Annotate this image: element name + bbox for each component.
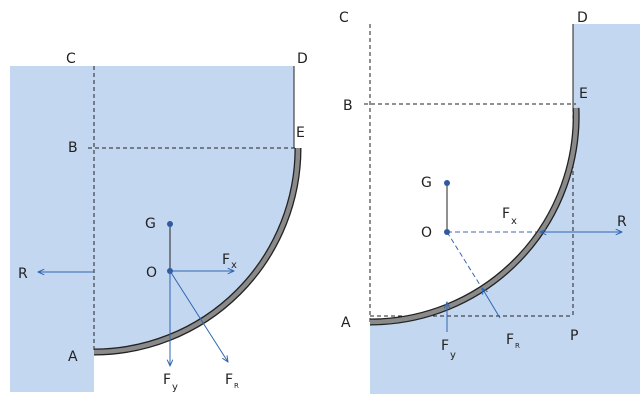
right-label-B: B	[343, 98, 353, 114]
right-fluid-region	[370, 24, 640, 394]
left-label-Fx: F	[222, 252, 230, 268]
right-label-G: G	[421, 175, 432, 191]
left-label-B: B	[68, 140, 78, 156]
right-point-O	[444, 229, 450, 235]
right-point-G	[444, 180, 450, 186]
right-label-FR: F	[506, 332, 514, 348]
left-label-FR: F	[225, 372, 233, 388]
right-label-A: A	[341, 315, 351, 331]
left-label-Fx-sub: x	[231, 260, 237, 271]
right-arrow-FR	[482, 288, 501, 319]
right-label-O: O	[421, 225, 432, 241]
left-curved-plate-fill	[93, 147, 301, 355]
left-label-Fy: F	[163, 372, 171, 388]
left-label-O: O	[146, 265, 157, 281]
left-label-G: G	[145, 216, 156, 232]
right-label-C: C	[339, 10, 349, 26]
right-label-E: E	[579, 86, 588, 102]
right-label-Fx: F	[502, 206, 510, 222]
right-label-D: D	[577, 10, 588, 26]
left-label-FR-sub: R	[234, 382, 239, 390]
right-label-R: R	[617, 214, 627, 230]
right-label-Fx-sub: x	[511, 216, 517, 227]
right-label-Fy-sub: y	[450, 350, 456, 361]
right-label-P: P	[570, 328, 578, 344]
right-panel: C D B E A G O P R F x F y F R	[339, 10, 640, 394]
right-line-OF	[446, 231, 486, 294]
right-label-Fy: F	[441, 338, 449, 354]
left-label-R: R	[18, 266, 28, 282]
left-label-Fy-sub: y	[172, 382, 178, 393]
left-label-D: D	[297, 51, 308, 67]
left-panel: C D B E A G O R F x F y F R	[10, 51, 308, 393]
left-arrow-FR	[169, 270, 228, 362]
left-label-E: E	[296, 125, 305, 141]
left-fluid-region	[10, 66, 298, 392]
left-label-A: A	[68, 349, 78, 365]
left-point-G	[167, 221, 173, 227]
left-label-C: C	[66, 51, 76, 67]
right-curved-plate-fill	[369, 107, 579, 325]
right-label-FR-sub: R	[515, 342, 520, 350]
